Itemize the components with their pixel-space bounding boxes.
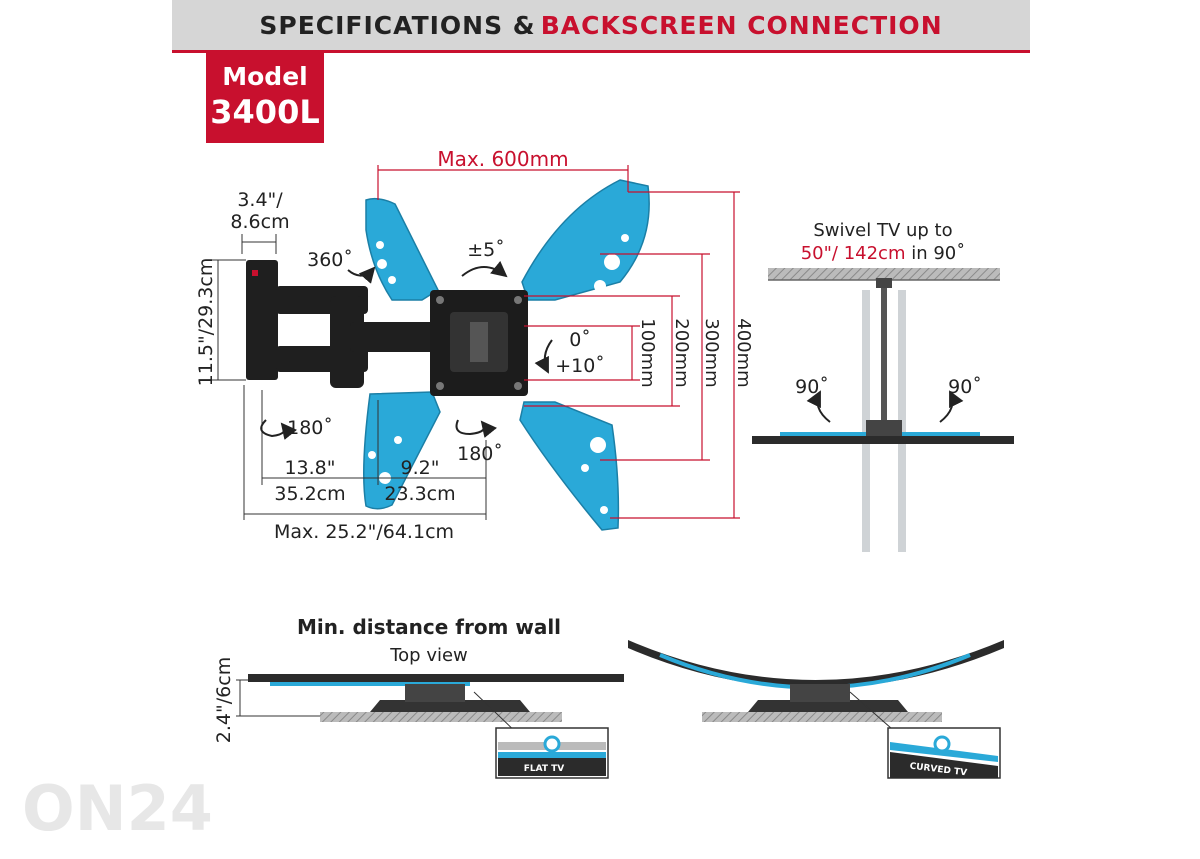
vesa-200-label: 200mm	[671, 318, 692, 387]
arm1-in-label: 13.8"	[284, 457, 335, 479]
swivel-diagram	[752, 268, 1014, 552]
tv-bracket	[430, 290, 528, 396]
swivel-left-angle: 90˚	[795, 376, 829, 398]
swivel-angle: in 90˚	[911, 243, 965, 264]
page-header: SPECIFICATIONS & BACKSCREEN CONNECTION	[172, 0, 1030, 53]
max-extension-label: Max. 25.2"/64.1cm	[274, 521, 454, 543]
distance-value: 2.4"/6cm	[213, 657, 235, 743]
black-dimension-lines	[210, 234, 487, 520]
distance-subtitle: Top view	[389, 645, 468, 666]
arm2-cm-label: 23.3cm	[384, 483, 455, 505]
curved-tv-topview	[628, 640, 1004, 779]
distance-title: Min. distance from wall	[297, 615, 561, 639]
tilt-10-label: +10˚	[555, 355, 605, 377]
rotation-arrows	[260, 260, 553, 440]
arm1-cm-label: 35.2cm	[274, 483, 345, 505]
vesa-400-label: 400mm	[733, 318, 754, 387]
swivel-line2: 50"/ 142cm in 90˚	[801, 243, 966, 264]
header-title-part2: BACKSCREEN CONNECTION	[540, 10, 943, 40]
depth-in-label: 3.4"/	[237, 189, 283, 211]
max-width-label: Max. 600mm	[437, 147, 568, 171]
arm2-in-label: 9.2"	[401, 457, 440, 479]
model-badge: Model 3400L	[206, 53, 324, 143]
wall-arm	[246, 260, 446, 388]
arm-joint	[330, 296, 364, 388]
swivel-line1: Swivel TV up to	[813, 220, 952, 241]
level-label: ±5˚	[467, 239, 505, 261]
vesa-100-label: 100mm	[637, 318, 658, 387]
dimension-lines	[377, 165, 740, 519]
swivel-right-label: 180˚	[457, 443, 503, 465]
tilt-0-label: 0˚	[569, 329, 591, 351]
plate-bottom-right	[519, 401, 620, 531]
header-title-part1: SPECIFICATIONS &	[259, 10, 536, 40]
flat-tv-topview	[236, 674, 624, 779]
plate-top-left	[365, 197, 439, 301]
plate-top-right	[521, 179, 650, 301]
swivel-right-angle: 90˚	[948, 376, 982, 398]
swivel-size: 50"/ 142cm	[801, 243, 906, 264]
watermark: ON24	[22, 772, 213, 845]
arm-front	[350, 322, 446, 352]
flat-tv-label: FLAT TV	[524, 764, 565, 774]
model-number: 3400L	[210, 93, 320, 131]
height-label: 11.5"/29.3cm	[195, 258, 217, 387]
depth-cm-label: 8.6cm	[230, 211, 289, 233]
vesa-300-label: 300mm	[701, 318, 722, 387]
wall-plate	[246, 260, 278, 380]
rotation-360-label: 360˚	[307, 249, 353, 271]
model-label: Model	[222, 62, 308, 91]
swivel-left-label: 180˚	[287, 417, 333, 439]
